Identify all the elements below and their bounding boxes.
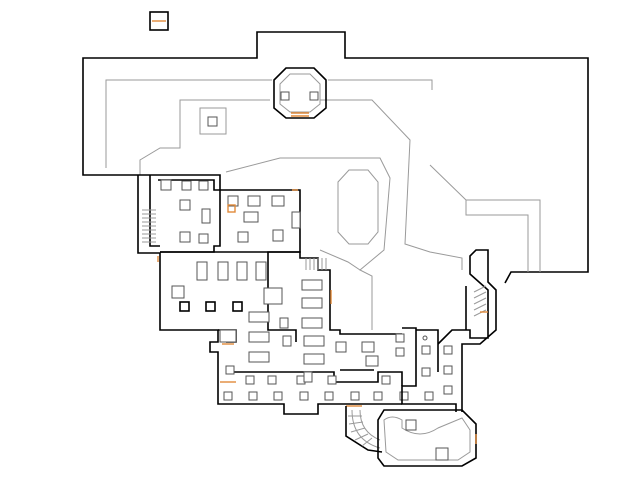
main-hall	[160, 251, 402, 342]
courtyard-ledges	[105, 79, 541, 330]
west-wing	[137, 174, 346, 415]
outer-courtyard	[82, 31, 589, 284]
dining-hall	[220, 189, 301, 258]
south-wing	[218, 279, 434, 407]
octagonal-tower	[273, 67, 327, 119]
player-marker-icon	[149, 11, 169, 31]
east-corridor	[346, 249, 497, 412]
south-east-hall	[345, 406, 477, 467]
